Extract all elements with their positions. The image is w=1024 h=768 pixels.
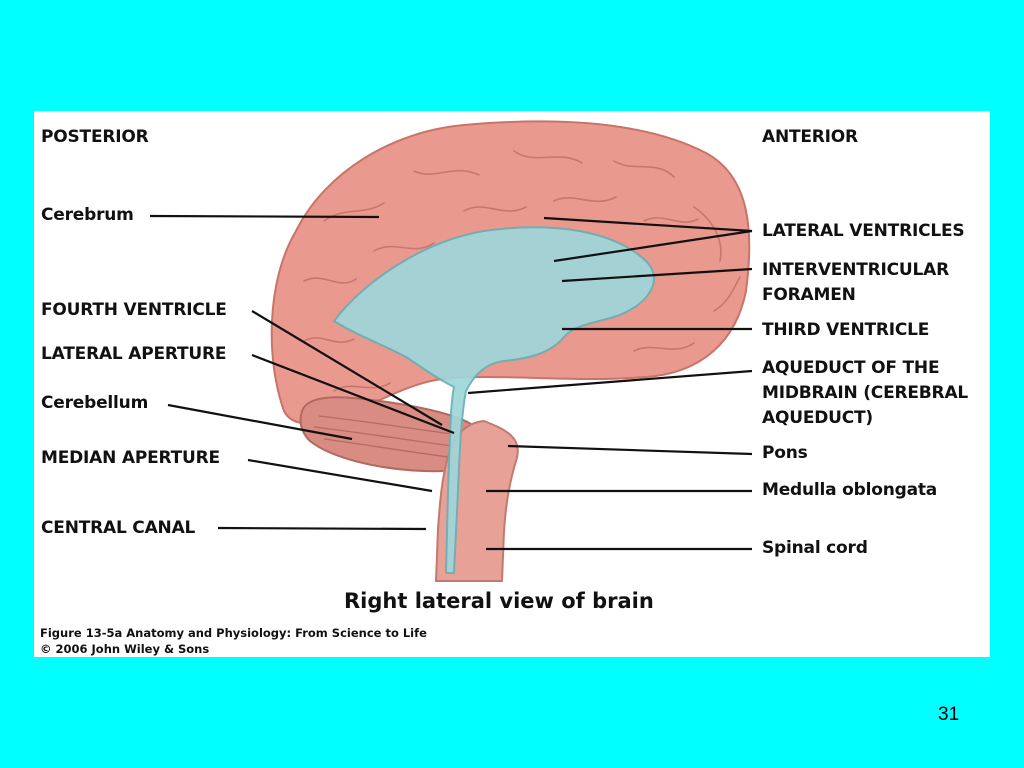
label-foramen: FORAMEN	[762, 285, 856, 305]
view-title: Right lateral view of brain	[344, 589, 654, 613]
label-lateral-aperture: LATERAL APERTURE	[41, 344, 227, 364]
label-aqueduct-line3: AQUEDUCT)	[762, 408, 873, 428]
label-spinal-cord: Spinal cord	[762, 538, 868, 558]
ventricles-shape	[332, 226, 655, 574]
posterior-label: POSTERIOR	[41, 127, 149, 147]
label-cerebrum: Cerebrum	[41, 205, 134, 225]
label-aqueduct-line2: MIDBRAIN (CEREBRAL	[762, 383, 969, 403]
brain-diagram	[149, 120, 753, 582]
label-median-aperture: MEDIAN APERTURE	[41, 448, 220, 468]
label-central-canal: CENTRAL CANAL	[41, 518, 196, 538]
label-medulla-oblongata: Medulla oblongata	[762, 480, 938, 500]
figure-panel: POSTERIOR ANTERIOR Cerebrum FOURTH VENTR…	[34, 111, 990, 657]
anterior-label: ANTERIOR	[762, 127, 858, 147]
label-fourth-ventricle: FOURTH VENTRICLE	[41, 300, 227, 320]
label-aqueduct-line1: AQUEDUCT OF THE	[762, 358, 940, 378]
label-lateral-ventricles: LATERAL VENTRICLES	[762, 221, 965, 241]
cerebrum-gyri	[303, 150, 741, 392]
caption-line2: © 2006 John Wiley & Sons	[40, 642, 210, 656]
caption-line1: Figure 13-5a Anatomy and Physiology: Fro…	[40, 626, 427, 640]
label-pons: Pons	[762, 443, 808, 463]
label-interventricular: INTERVENTRICULAR	[762, 260, 950, 280]
slide-number: 31	[938, 704, 960, 725]
label-cerebellum: Cerebellum	[41, 393, 149, 413]
leader-lines	[149, 214, 753, 551]
label-third-ventricle: THIRD VENTRICLE	[762, 320, 930, 340]
